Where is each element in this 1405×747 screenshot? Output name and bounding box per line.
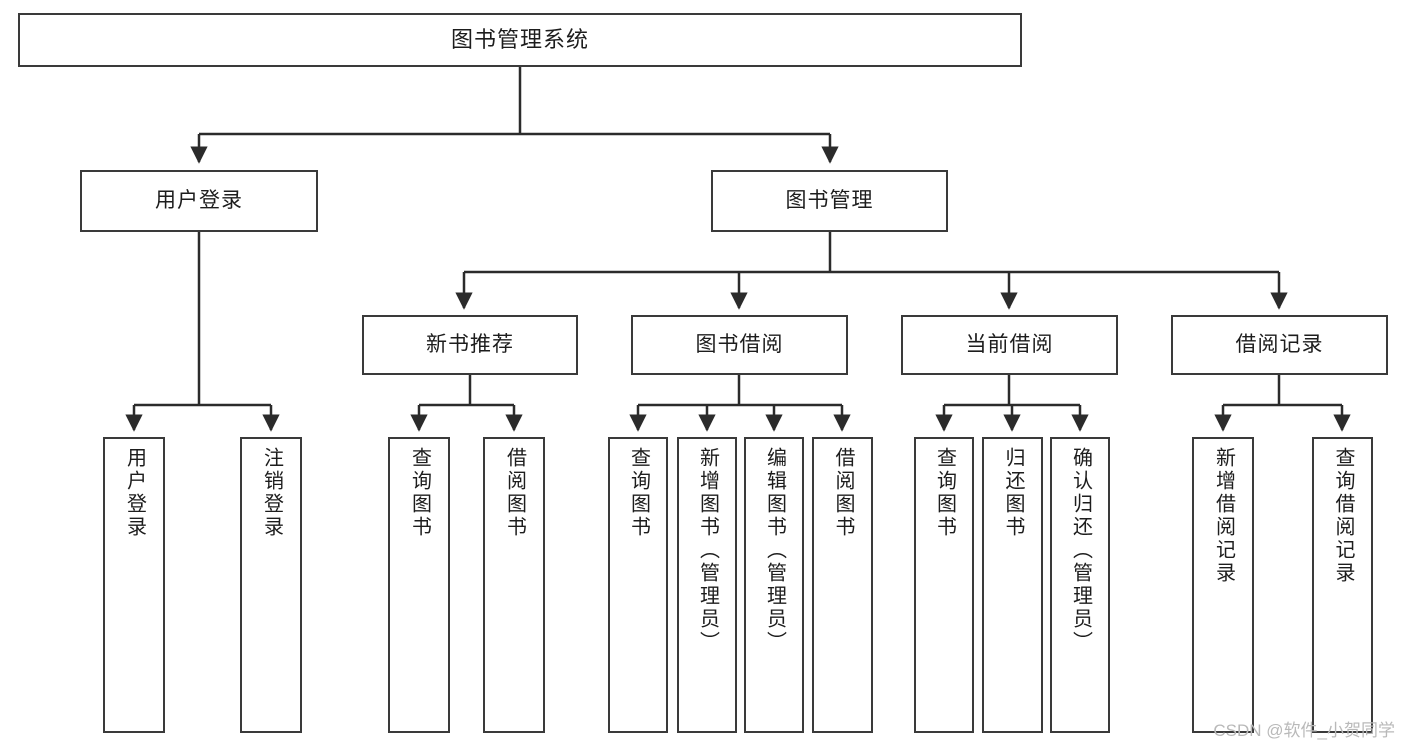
leaf-add-book-admin[interactable]: 新增图书（管理员）	[677, 437, 737, 733]
node-new-book-recommend[interactable]: 新书推荐	[362, 315, 578, 375]
node-label: 图书借阅	[695, 333, 784, 357]
node-label: 借阅记录	[1235, 333, 1324, 357]
node-label: 查询借阅记录	[1332, 447, 1354, 585]
node-label: 查询图书	[408, 447, 431, 539]
node-label: 新增图书（管理员）	[696, 447, 719, 654]
node-label: 借阅图书	[503, 447, 526, 539]
node-label: 用户登录	[155, 189, 243, 213]
node-label: 用户登录	[123, 447, 146, 539]
leaf-return-book[interactable]: 归还图书	[982, 437, 1043, 733]
node-root-system[interactable]: 图书管理系统	[18, 13, 1022, 67]
node-label: 当前借阅	[965, 333, 1054, 357]
node-user-login[interactable]: 用户登录	[80, 170, 318, 232]
node-label: 编辑图书（管理员）	[763, 447, 786, 654]
node-label: 查询图书	[627, 447, 650, 539]
node-label: 确认归还（管理员）	[1069, 447, 1092, 654]
leaf-query-borrow-record[interactable]: 查询借阅记录	[1312, 437, 1373, 733]
leaf-user-login[interactable]: 用户登录	[103, 437, 165, 733]
node-current-borrow[interactable]: 当前借阅	[901, 315, 1118, 375]
leaf-edit-book-admin[interactable]: 编辑图书（管理员）	[744, 437, 804, 733]
node-book-management[interactable]: 图书管理	[711, 170, 948, 232]
leaf-logout[interactable]: 注销登录	[240, 437, 302, 733]
node-borrow-record[interactable]: 借阅记录	[1171, 315, 1388, 375]
node-label: 图书管理	[785, 189, 874, 213]
leaf-query-book-current[interactable]: 查询图书	[914, 437, 974, 733]
node-label: 图书管理系统	[450, 26, 589, 52]
node-label: 注销登录	[260, 447, 283, 539]
leaf-query-book-recommend[interactable]: 查询图书	[388, 437, 450, 733]
watermark: CSDN @软件_小贺同学	[1213, 721, 1395, 740]
node-book-borrow[interactable]: 图书借阅	[631, 315, 848, 375]
leaf-borrow-book-recommend[interactable]: 借阅图书	[483, 437, 545, 733]
leaf-borrow-book[interactable]: 借阅图书	[812, 437, 873, 733]
leaf-add-borrow-record[interactable]: 新增借阅记录	[1192, 437, 1254, 733]
node-label: 新书推荐	[426, 333, 514, 357]
node-label: 借阅图书	[832, 447, 854, 539]
leaf-query-book-borrow[interactable]: 查询图书	[608, 437, 668, 733]
node-label: 新增借阅记录	[1212, 447, 1235, 585]
leaf-confirm-return-admin[interactable]: 确认归还（管理员）	[1050, 437, 1110, 733]
node-label: 查询图书	[933, 447, 956, 539]
node-label: 归还图书	[1002, 447, 1024, 539]
